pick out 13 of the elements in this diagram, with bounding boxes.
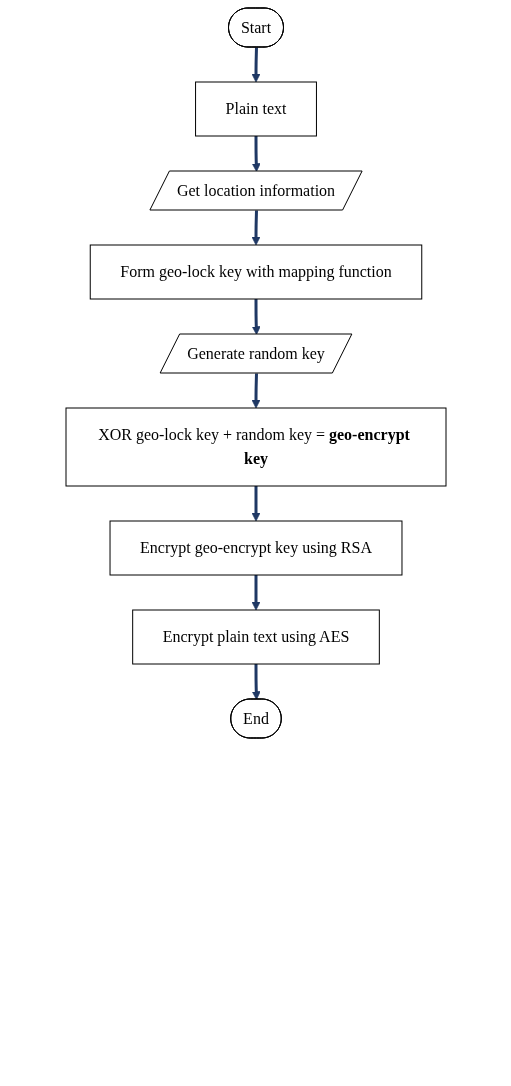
arrow bbox=[251, 373, 260, 409]
node-box: Form geo-lock key with mapping function bbox=[89, 244, 422, 300]
arrow bbox=[251, 486, 260, 522]
arrow bbox=[251, 299, 261, 335]
arrow bbox=[251, 575, 260, 611]
node-box: Plain text bbox=[194, 81, 317, 137]
node-box: XOR geo-lock key + random key = geo-encrypt key bbox=[65, 407, 446, 487]
arrow bbox=[251, 664, 261, 700]
arrow bbox=[251, 47, 260, 83]
node-box: Encrypt plain text using AES bbox=[131, 609, 380, 665]
arrow bbox=[251, 136, 261, 172]
node-box: Encrypt geo-encrypt key using RSA bbox=[109, 520, 402, 576]
arrow bbox=[251, 210, 260, 246]
